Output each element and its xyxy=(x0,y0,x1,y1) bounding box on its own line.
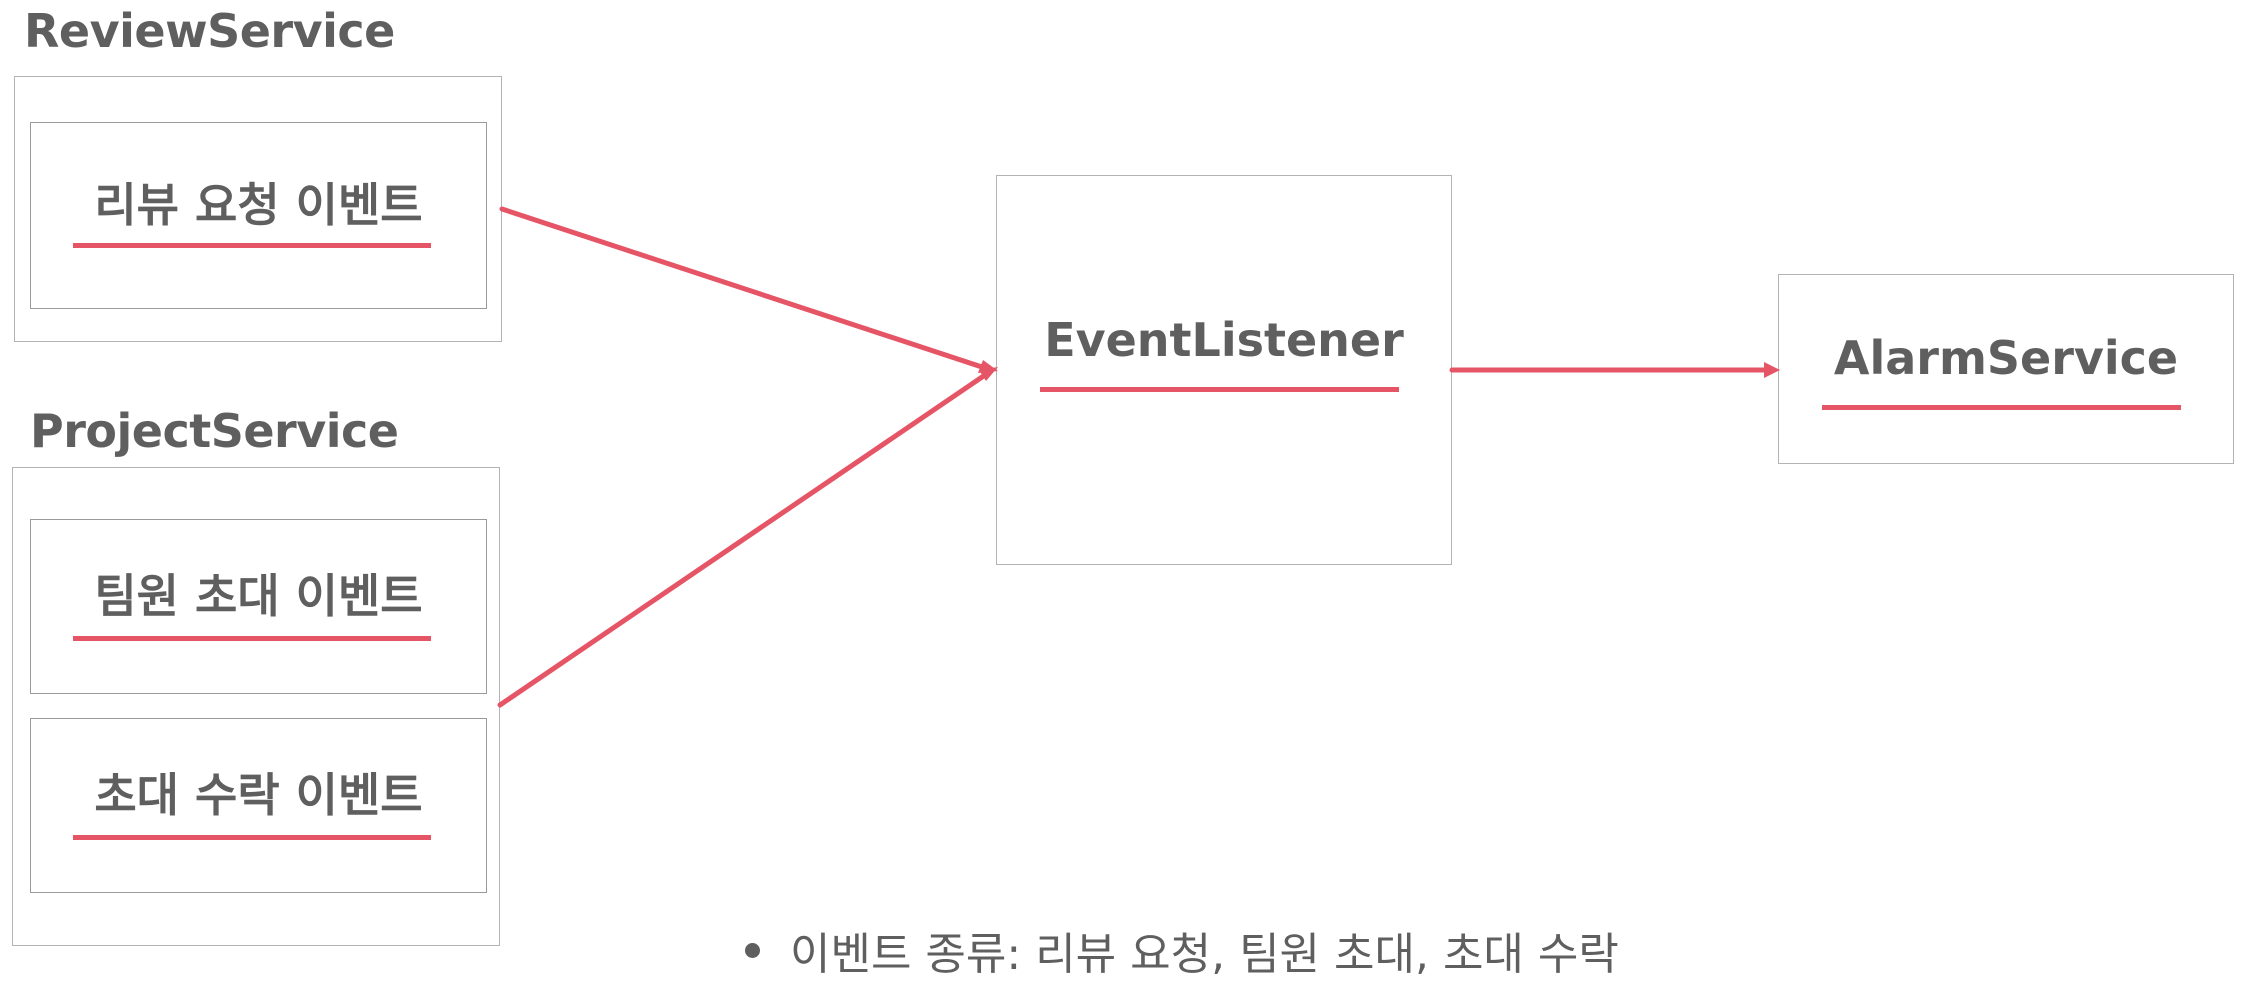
project-service-title: ProjectService xyxy=(30,404,399,458)
review-to-listener-arrow xyxy=(499,206,991,372)
alarm-service-box: AlarmService xyxy=(1778,274,2234,464)
review-request-event-label: 리뷰 요청 이벤트 xyxy=(94,178,423,232)
member-invite-event-box: 팀원 초대 이벤트 xyxy=(30,519,487,694)
review-request-event-underline xyxy=(73,243,431,248)
review-service-box: 리뷰 요청 이벤트 xyxy=(14,76,502,342)
event-types-footnote: 이벤트 종류: 리뷰 요청, 팀원 초대, 초대 수락 xyxy=(745,918,1619,982)
project-to-listener-arrow xyxy=(497,370,991,708)
event-types-text: 이벤트 종류: 리뷰 요청, 팀원 초대, 초대 수락 xyxy=(790,929,1619,980)
alarm-service-underline xyxy=(1822,405,2181,410)
bullet-icon xyxy=(745,942,760,958)
review-service-title: ReviewService xyxy=(24,4,395,58)
invite-accept-event-box: 초대 수락 이벤트 xyxy=(30,718,487,893)
review-request-event-box: 리뷰 요청 이벤트 xyxy=(30,122,487,309)
member-invite-event-underline xyxy=(73,636,431,641)
event-listener-underline xyxy=(1040,387,1399,392)
alarm-service-label: AlarmService xyxy=(1833,331,2179,385)
alarm-arrowhead xyxy=(1764,362,1780,378)
invite-accept-event-label: 초대 수락 이벤트 xyxy=(94,768,423,822)
member-invite-event-label: 팀원 초대 이벤트 xyxy=(94,569,423,623)
invite-accept-event-underline xyxy=(73,835,431,840)
event-listener-label: EventListener xyxy=(1044,313,1404,367)
project-arrowhead xyxy=(979,367,998,381)
project-service-box: 팀원 초대 이벤트 초대 수락 이벤트 xyxy=(12,467,500,946)
event-listener-box: EventListener xyxy=(996,175,1452,565)
